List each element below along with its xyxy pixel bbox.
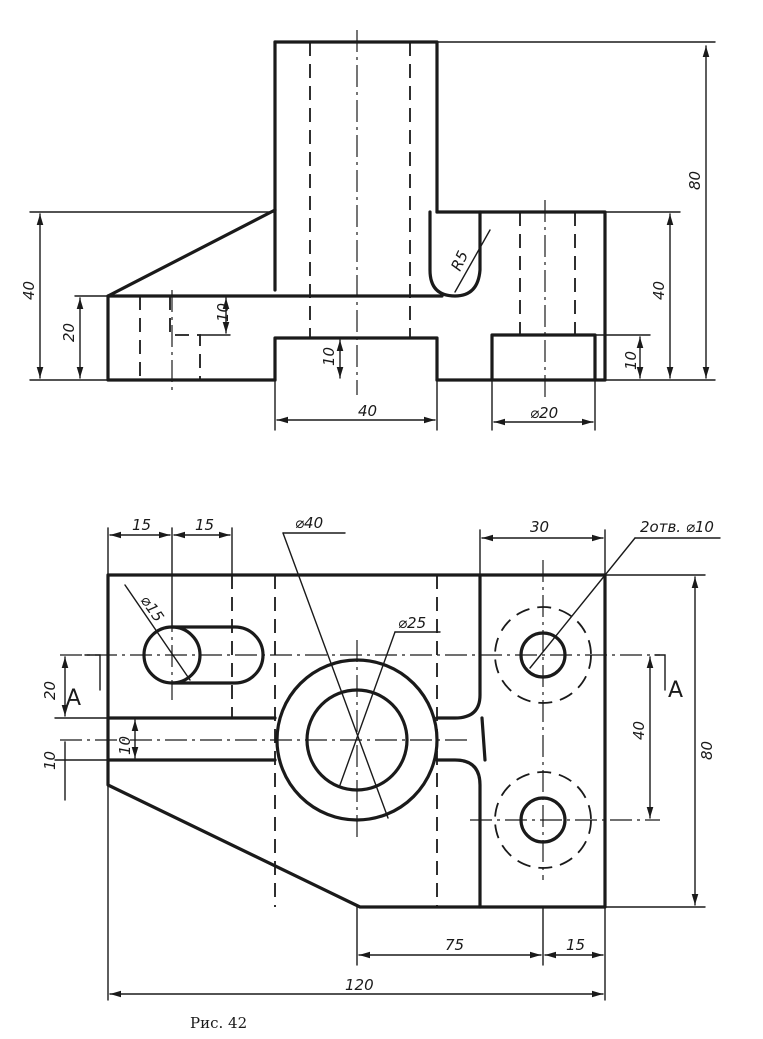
dim-80-top: 80 [698,741,716,760]
dim-phi25: ⌀25 [398,614,426,632]
dim-phi15: ⌀15 [137,592,168,625]
dim-r5: R5 [447,248,472,274]
dim-10-slot: 10 [214,303,232,322]
dim-10-top: 10 [41,751,59,770]
dim-20-left: 20 [60,323,78,342]
section-mark-left: A [66,686,81,711]
dim-40-bottom: 40 [358,402,377,420]
dim-10-right: 10 [622,351,640,370]
dim-phi40: ⌀40 [295,514,323,532]
dim-30: 30 [530,518,549,536]
figure-caption: Рис. 42 [190,1014,247,1032]
dim-120: 120 [345,976,374,994]
dim-15-b: 15 [195,516,214,534]
dim-75: 75 [445,936,464,954]
dim-phi20: ⌀20 [530,404,558,422]
dim-15-a: 15 [132,516,151,534]
dim-10-groove: 10 [116,736,134,755]
top-view: 15 15 ⌀40 30 2отв. ⌀10 ⌀15 ⌀25 20 10 10 [41,514,721,1001]
dim-40-top-right: 40 [630,721,648,740]
dim-15-bottom: 15 [566,936,585,954]
dim-holes: 2отв. ⌀10 [640,518,714,536]
dim-80-front: 80 [686,171,704,190]
dim-10-center: 10 [320,347,338,366]
dim-40-right: 40 [650,281,668,300]
dim-20-top: 20 [41,681,59,700]
dim-40-left: 40 [20,281,38,300]
front-view: 80 40 20 10 10 40 R5 40 10 [20,30,716,431]
section-mark-right: A [668,678,683,703]
